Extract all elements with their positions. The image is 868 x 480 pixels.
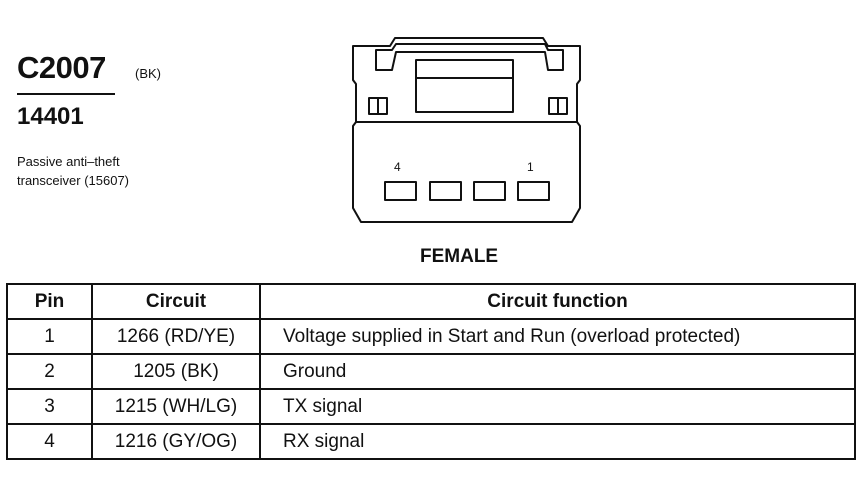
cell-circuit-function: Voltage supplied in Start and Run (overl… bbox=[259, 318, 856, 355]
pin-cavity-4 bbox=[384, 181, 417, 201]
header-pin: Pin bbox=[6, 283, 93, 320]
pinout-table: Pin Circuit Circuit function 1 1266 (RD/… bbox=[6, 283, 856, 460]
connector-view-label: FEMALE bbox=[420, 246, 499, 267]
cell-pin: 4 bbox=[6, 423, 93, 460]
cell-pin: 1 bbox=[6, 318, 93, 355]
cell-circuit: 1215 (WH/LG) bbox=[91, 388, 261, 425]
table-row: 1 1266 (RD/YE) Voltage supplied in Start… bbox=[6, 318, 856, 355]
cell-pin: 2 bbox=[6, 353, 93, 390]
header-circuit: Circuit bbox=[91, 283, 261, 320]
pin-label-1: 1 bbox=[527, 160, 534, 174]
cell-circuit-function: Ground bbox=[259, 353, 856, 390]
title-rule bbox=[17, 93, 115, 95]
cell-circuit: 1216 (GY/OG) bbox=[91, 423, 261, 460]
locking-tab bbox=[375, 43, 564, 71]
pin-cavity-1 bbox=[517, 181, 550, 201]
table-row: 3 1215 (WH/LG) TX signal bbox=[6, 388, 856, 425]
cell-circuit: 1266 (RD/YE) bbox=[91, 318, 261, 355]
pin-label-4: 4 bbox=[394, 160, 401, 174]
pin-cavity-3 bbox=[429, 181, 462, 201]
component-description-line: Passive anti–theft bbox=[17, 154, 120, 169]
connector-face-drawing bbox=[352, 37, 581, 223]
header-circuit-function: Circuit function bbox=[259, 283, 856, 320]
connector-id: C2007 bbox=[17, 50, 106, 85]
latch-window bbox=[415, 59, 514, 113]
component-description: Passive anti–theft transceiver (15607) bbox=[17, 152, 129, 190]
component-description-line: transceiver (15607) bbox=[17, 173, 129, 188]
connector-color-code: (BK) bbox=[135, 66, 161, 81]
pin-cavity-2 bbox=[473, 181, 506, 201]
table-row: 2 1205 (BK) Ground bbox=[6, 353, 856, 390]
part-number: 14401 bbox=[17, 103, 84, 130]
cell-circuit-function: RX signal bbox=[259, 423, 856, 460]
cell-circuit-function: TX signal bbox=[259, 388, 856, 425]
table-header-row: Pin Circuit Circuit function bbox=[6, 283, 856, 320]
cell-circuit: 1205 (BK) bbox=[91, 353, 261, 390]
cell-pin: 3 bbox=[6, 388, 93, 425]
connector-housing bbox=[352, 37, 581, 223]
table-row: 4 1216 (GY/OG) RX signal bbox=[6, 423, 856, 460]
